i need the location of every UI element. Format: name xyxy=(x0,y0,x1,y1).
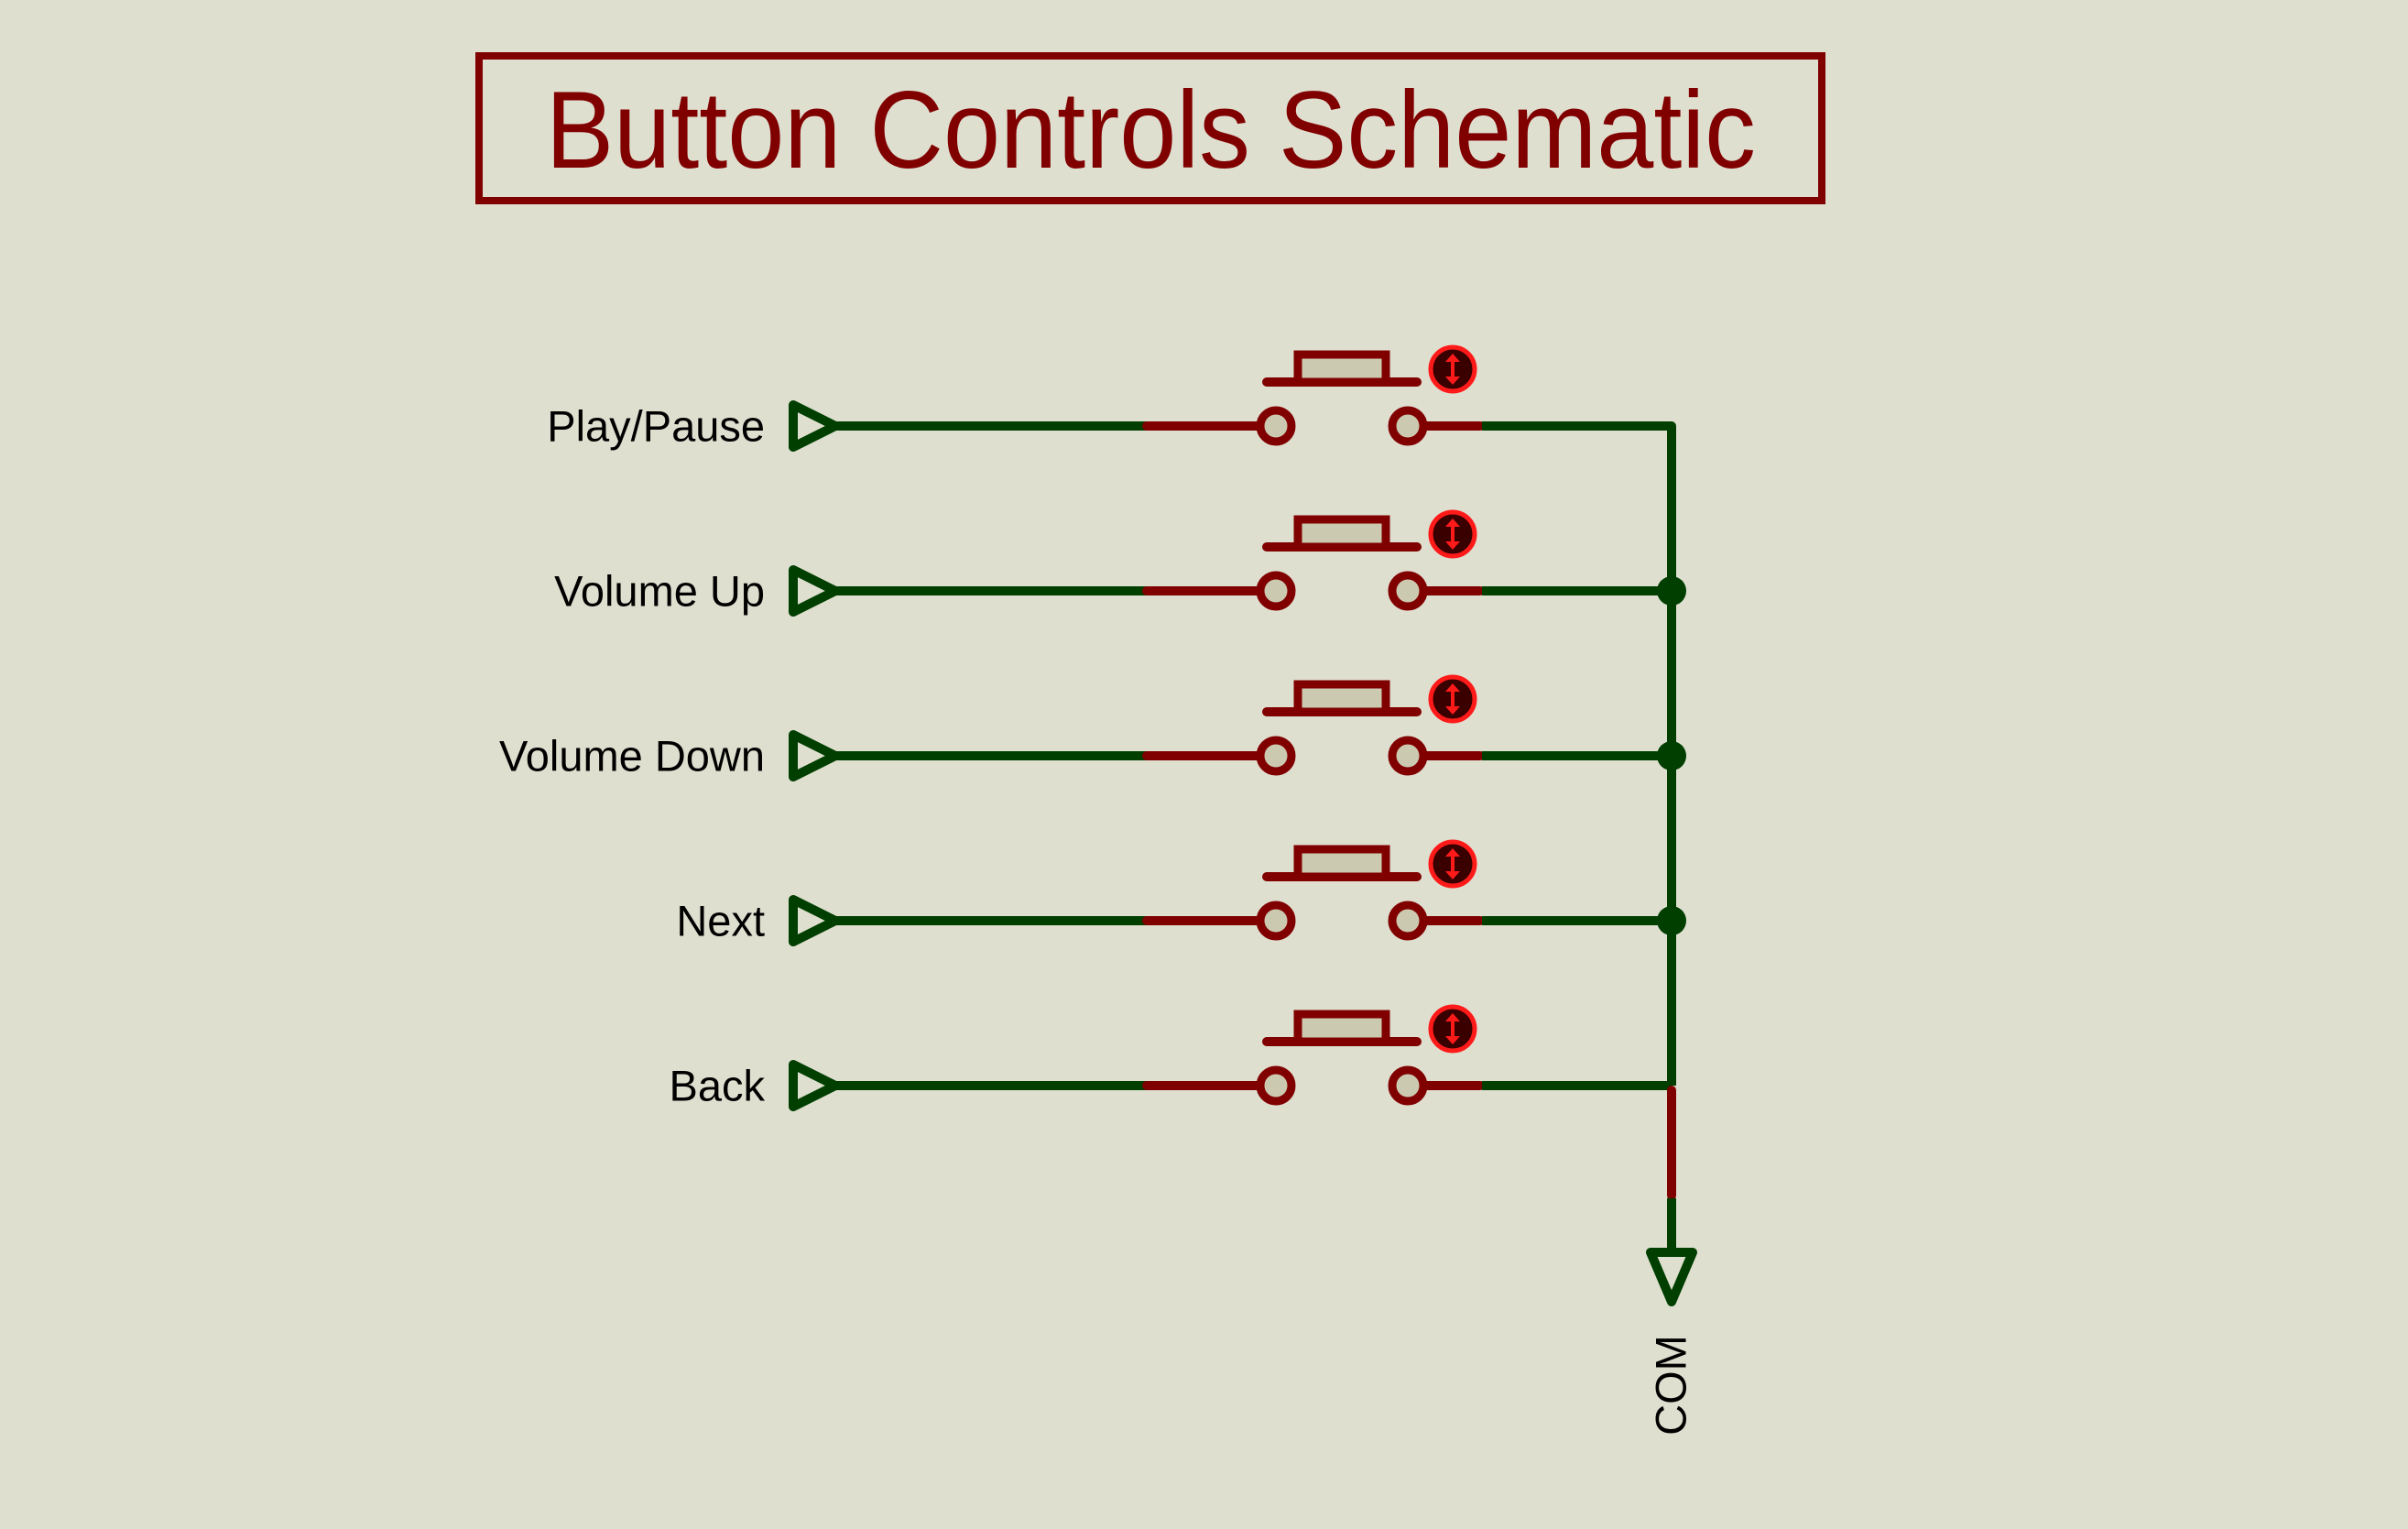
net-label-volume-down: Volume Down xyxy=(499,731,765,781)
net-label-back: Back xyxy=(669,1061,766,1110)
com-terminal-icon[interactable] xyxy=(1646,1248,1697,1306)
net-label-volume-up: Volume Up xyxy=(554,566,765,616)
switch-row-volume-up[interactable] xyxy=(793,512,1672,612)
junction-dot-next xyxy=(1657,906,1686,935)
switch-row-volume-down[interactable] xyxy=(793,677,1672,777)
title-box: Button Controls Schematic xyxy=(475,52,1825,204)
net-label-play-pause: Play/Pause xyxy=(547,401,765,451)
switch-row-play-pause[interactable] xyxy=(793,347,1672,447)
net-label-next: Next xyxy=(676,896,765,945)
schematic-title: Button Controls Schematic xyxy=(545,69,1756,191)
junction-dot-volume-down xyxy=(1657,741,1686,770)
common-bus xyxy=(1667,421,1676,1252)
junction-dot-volume-up xyxy=(1657,576,1686,606)
switch-row-next[interactable] xyxy=(793,842,1672,942)
switch-row-back[interactable] xyxy=(793,1007,1672,1107)
